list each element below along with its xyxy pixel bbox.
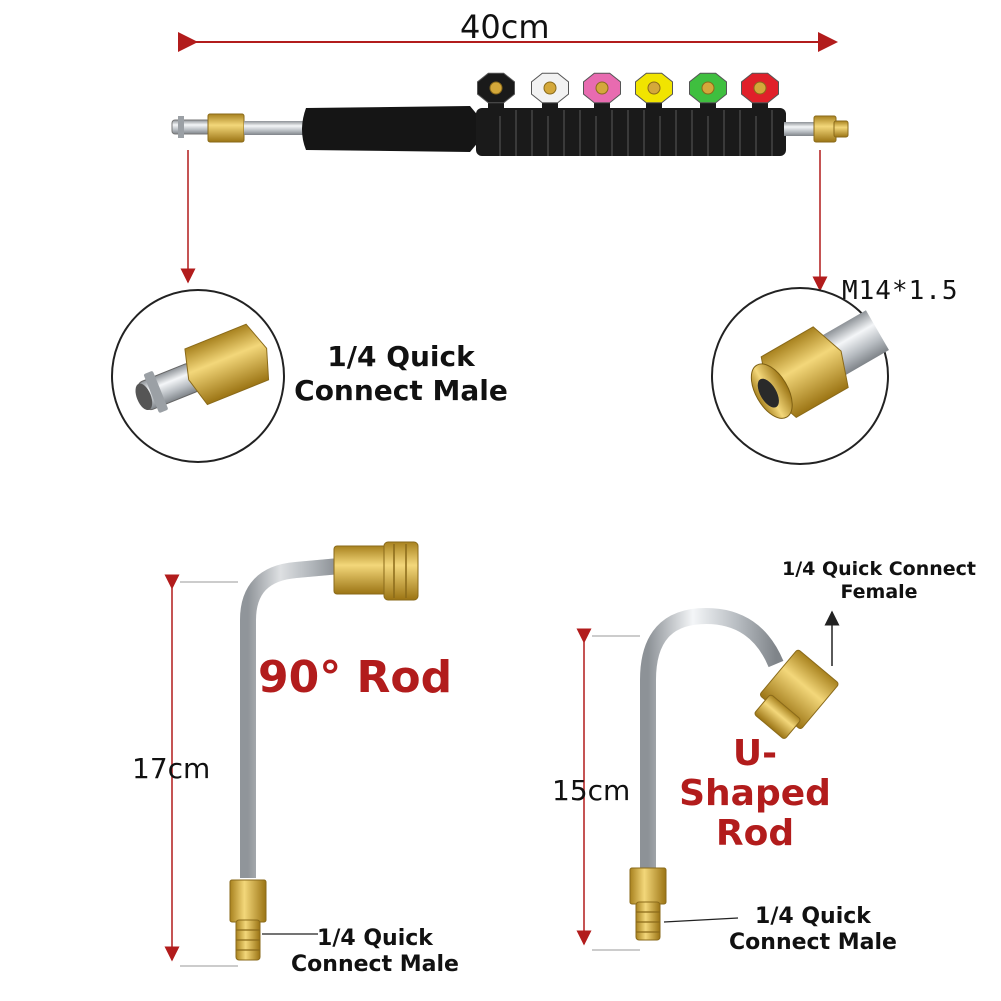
- u-rod-title-line1: U-Shaped: [679, 733, 831, 814]
- m14-thread-closeup: [711, 287, 889, 465]
- thread-size-label: M14*1.5: [842, 276, 959, 306]
- nozzle-orifice: [753, 81, 767, 95]
- rod-90: [229, 541, 419, 961]
- left-connector-line1: 1/4 Quick: [327, 340, 475, 373]
- rod-90-connector-label: 1/4 Quick Connect Male: [280, 926, 470, 978]
- u-rod-female-label: 1/4 Quick Connect Female: [764, 558, 994, 604]
- u-rod-female-line1: 1/4 Quick Connect: [782, 558, 976, 580]
- left-connector-line2: Connect Male: [294, 374, 508, 407]
- handle-ribs: [499, 110, 773, 156]
- nozzle-orifice: [489, 81, 503, 95]
- rod-90-connector-line2: Connect Male: [291, 952, 459, 977]
- u-rod-male-label: 1/4 Quick Connect Male: [718, 904, 908, 956]
- u-rod-male-line1: 1/4 Quick: [755, 904, 871, 929]
- nozzle-orifice: [543, 81, 557, 95]
- total-length-label: 40cm: [460, 8, 550, 46]
- rod-90-length: 17cm: [132, 752, 211, 785]
- nozzle-tips: [477, 72, 779, 104]
- main-wand: [171, 72, 849, 156]
- rod-u-male-pointer: [663, 917, 739, 923]
- quick-connect-male-closeup: [111, 289, 285, 463]
- u-rod-female-line2: Female: [840, 581, 918, 603]
- u-rod-title: U-Shaped Rod: [660, 734, 850, 854]
- nozzle-orifice: [595, 81, 609, 95]
- u-rod-length: 15cm: [552, 774, 631, 807]
- u-rod-male-line2: Connect Male: [729, 930, 897, 955]
- nozzle-orifice: [647, 81, 661, 95]
- u-rod-title-line2: Rod: [715, 813, 795, 854]
- rod-u-shaped: [629, 607, 839, 941]
- left-connector-label: 1/4 Quick Connect Male: [286, 340, 516, 408]
- nozzle-orifice: [701, 81, 715, 95]
- rod-90-connector-line1: 1/4 Quick: [317, 926, 433, 951]
- rod-90-title: 90° Rod: [258, 652, 453, 703]
